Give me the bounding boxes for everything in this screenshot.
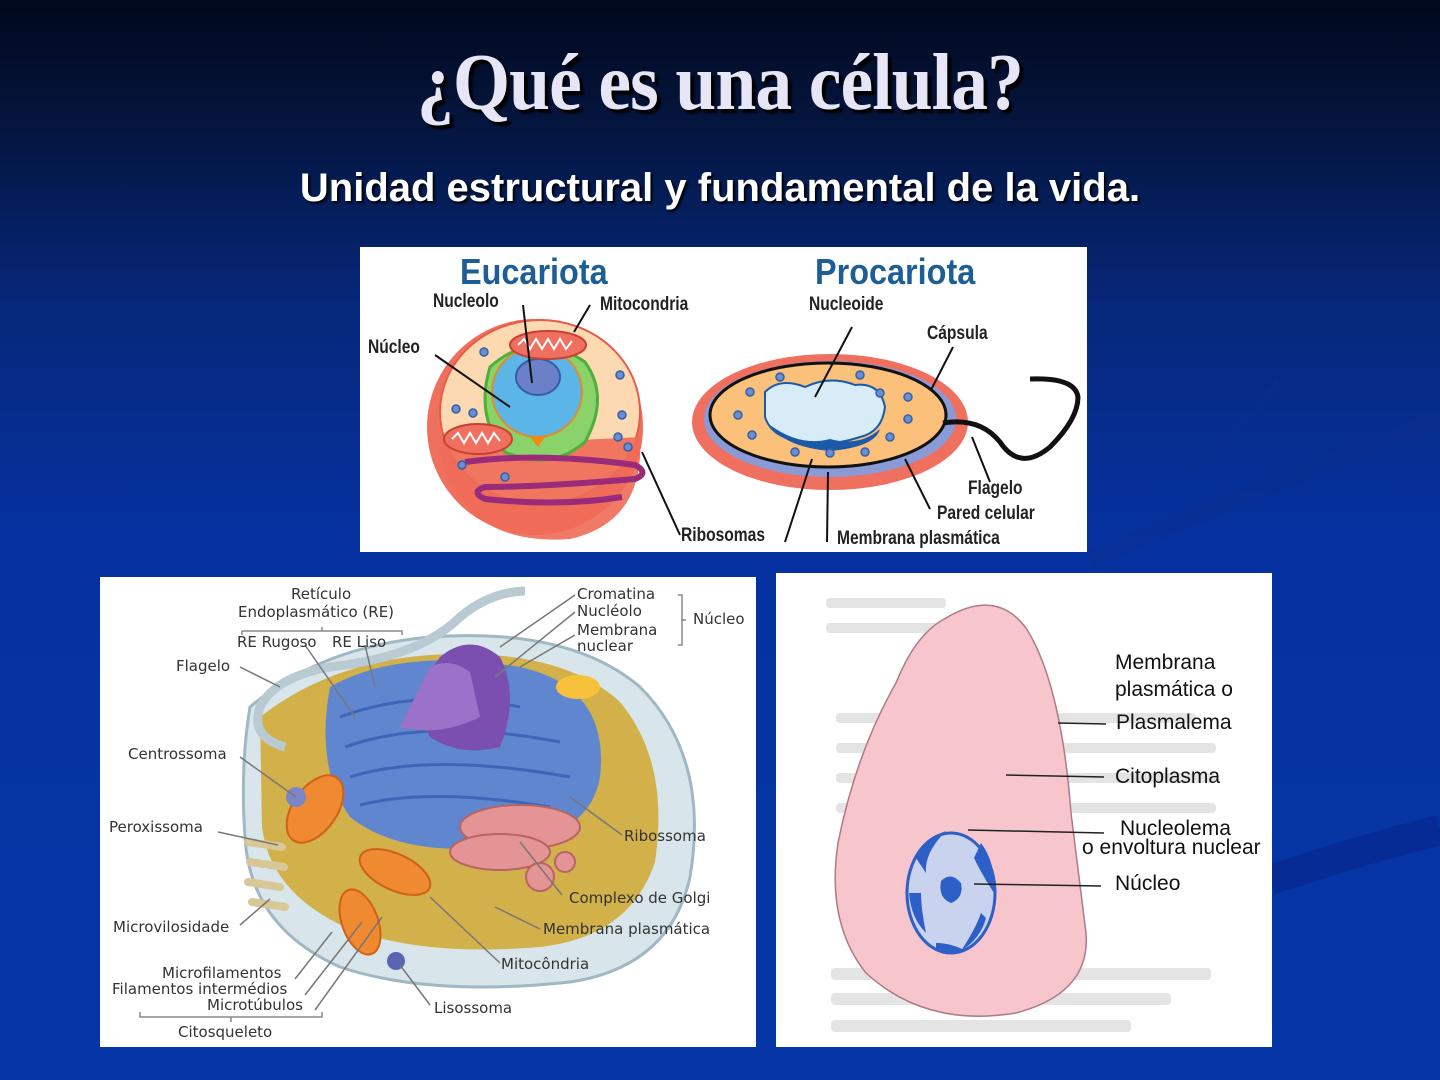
label-re-liso: RE Liso: [332, 633, 387, 651]
label-complexo-golgi: Complexo de Golgi: [569, 889, 711, 907]
label-centrossoma: Centrossoma: [128, 745, 227, 763]
label-peroxissoma: Peroxissoma: [109, 818, 203, 836]
label-membrana: Membrana: [1115, 651, 1216, 674]
label-microfilamentos: Microfilamentos: [162, 964, 282, 982]
label-flagelo: Flagelo: [968, 478, 1023, 499]
label-nucleolo: Nucleolo: [433, 291, 499, 312]
slide-title: ¿Qué es una célula?: [416, 39, 1024, 127]
label-nucleoide: Nucleoide: [809, 294, 884, 315]
label-pared-celular: Pared celular: [937, 503, 1035, 524]
label-citoplasma: Citoplasma: [1115, 765, 1221, 788]
label-ribosomas: Ribosomas: [681, 525, 765, 546]
label-re-rugoso: RE Rugoso: [237, 633, 317, 651]
label-microtubulos: Microtúbulos: [207, 996, 303, 1014]
label-microvilosidade: Microvilosidade: [113, 918, 230, 936]
label-envoltura-nuclear: o envoltura nuclear: [1082, 836, 1261, 859]
label-nucleo: Núcleo: [1115, 872, 1181, 895]
label-membrana-nuclear-1: Membrana: [577, 621, 658, 639]
label-nucleolo: Nucléolo: [577, 602, 642, 620]
label-mitocondria: Mitocondria: [600, 294, 689, 315]
label-nucleo: Núcleo: [693, 610, 745, 628]
label-mitocondria: Mitocôndria: [501, 955, 590, 973]
eukaryote-prokaryote-diagram: Eucariota Procariota Nucleolo Mitocondri…: [360, 247, 1087, 552]
label-plasmatica-o: plasmática o: [1115, 678, 1233, 701]
label-endoplasmatico: Endoplasmático (RE): [238, 603, 395, 621]
label-membrana-plasmatica: Membrana plasmática: [543, 920, 711, 938]
label-membrana-plasmatica: Membrana plasmática: [837, 528, 1000, 549]
eukaryote-prokaryote-illustration: [427, 304, 1081, 543]
label-nucleolema: Nucleolema: [1120, 817, 1231, 840]
animal-cell-illustration: [139, 586, 696, 1022]
heading-procariota: Procariota: [815, 251, 976, 292]
label-filamentos-intermedios: Filamentos intermédios: [112, 980, 288, 998]
label-cromatina: Cromatina: [577, 585, 656, 603]
simple-cell-illustration: [826, 598, 1216, 1032]
simple-cell-diagram: Membrana plasmática o Plasmalema Citopla…: [776, 573, 1272, 1047]
label-membrana-nuclear-2: nuclear: [577, 637, 634, 655]
slide-subtitle: Unidad estructural y fundamental de la v…: [299, 166, 1141, 210]
animal-cell-diagram: Retículo Endoplasmático (RE) RE Rugoso R…: [100, 577, 756, 1047]
label-nucleo: Núcleo: [368, 337, 420, 358]
label-citosqueleto: Citosqueleto: [178, 1023, 273, 1041]
label-reticulo: Retículo: [291, 585, 352, 603]
heading-eucariota: Eucariota: [460, 251, 608, 292]
label-flagelo: Flagelo: [176, 657, 231, 675]
label-lisossoma: Lisossoma: [434, 999, 513, 1017]
label-ribossoma: Ribossoma: [624, 827, 706, 845]
label-plasmalema: Plasmalema: [1116, 711, 1232, 734]
label-capsula: Cápsula: [927, 323, 988, 344]
